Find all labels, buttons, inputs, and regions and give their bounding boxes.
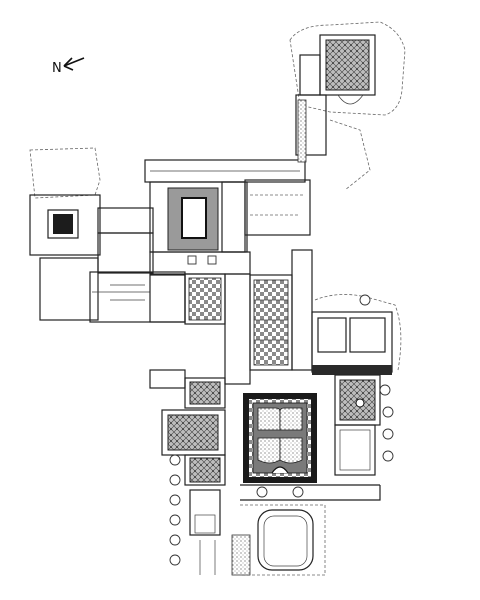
- northeast-annex: [289, 21, 406, 191]
- atrium-impluvium: [181, 197, 207, 239]
- exedra: [231, 504, 326, 576]
- mosaic-room-west: [184, 273, 226, 325]
- north-label: N: [52, 61, 62, 76]
- north-corridor: [144, 99, 307, 183]
- central-corridor: [224, 249, 313, 385]
- central-atrium: [149, 179, 311, 275]
- east-rooms: [311, 294, 402, 476]
- west-wing: [29, 147, 186, 323]
- west-impluvium: [53, 214, 73, 234]
- southwest-rooms: [149, 369, 226, 575]
- peristyle-garden: [240, 393, 381, 501]
- north-arrow-icon: N: [52, 57, 85, 76]
